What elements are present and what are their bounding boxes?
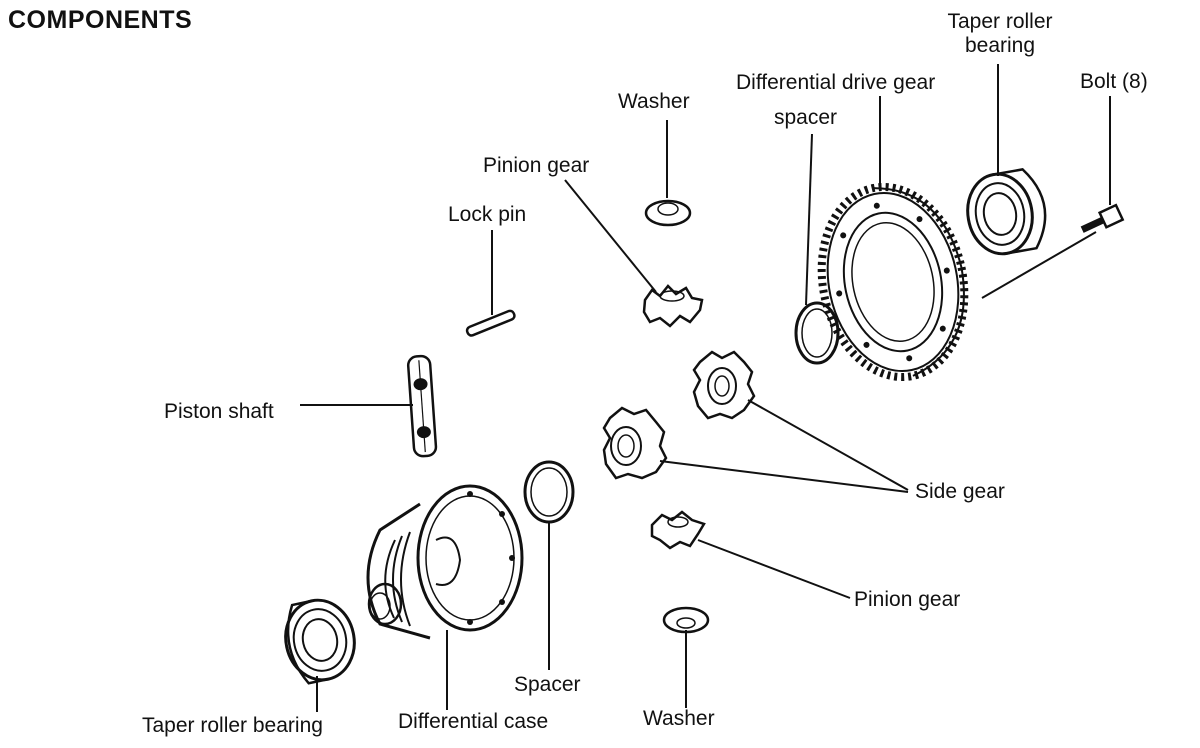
leader-line: [747, 399, 909, 491]
side-gear-center: [602, 406, 668, 480]
spacer-ring-bottom: [523, 460, 575, 524]
pinion-gear-top: [642, 284, 704, 328]
leader-line: [659, 460, 909, 493]
bolt: [1080, 203, 1125, 233]
label-pinion-gear-top: Pinion gear: [483, 154, 590, 177]
side-gear-upper: [692, 350, 756, 420]
piston-shaft: [406, 354, 438, 458]
leader-line: [981, 231, 1097, 299]
label-differential-case: Differential case: [398, 710, 549, 733]
taper-roller-bearing-bottom: [284, 598, 356, 685]
label-washer-top: Washer: [618, 90, 690, 113]
taper-roller-bearing-top: [966, 168, 1047, 256]
label-differential-drive-gear: Differential drive gear: [736, 71, 936, 94]
page-title: COMPONENTS: [8, 6, 193, 34]
label-side-gear: Side gear: [915, 480, 1005, 503]
leader-line: [564, 179, 657, 293]
label-washer-bottom: Washer: [643, 707, 715, 730]
label-lock-pin: Lock pin: [448, 203, 527, 226]
spacer-ring-top: [794, 301, 840, 365]
label-spacer-bottom: Spacer: [514, 673, 581, 696]
leader-line: [805, 133, 813, 306]
washer-top: [644, 199, 692, 227]
label-taper-roller-bearing-bottom: Taper roller bearing: [142, 714, 323, 737]
washer-bottom: [662, 606, 710, 634]
differential-drive-gear: [817, 182, 969, 382]
label-bolt: Bolt (8): [1080, 70, 1148, 93]
pinion-gear-bottom: [650, 510, 706, 550]
label-piston-shaft: Piston shaft: [164, 400, 274, 423]
lock-pin: [465, 309, 516, 337]
leader-line: [697, 539, 851, 599]
label-taper-roller-bearing-top: Taper roller bearing: [947, 10, 1053, 58]
differential-case: [366, 484, 524, 640]
label-spacer-top: spacer: [774, 106, 838, 129]
label-pinion-gear-bottom: Pinion gear: [854, 588, 961, 611]
